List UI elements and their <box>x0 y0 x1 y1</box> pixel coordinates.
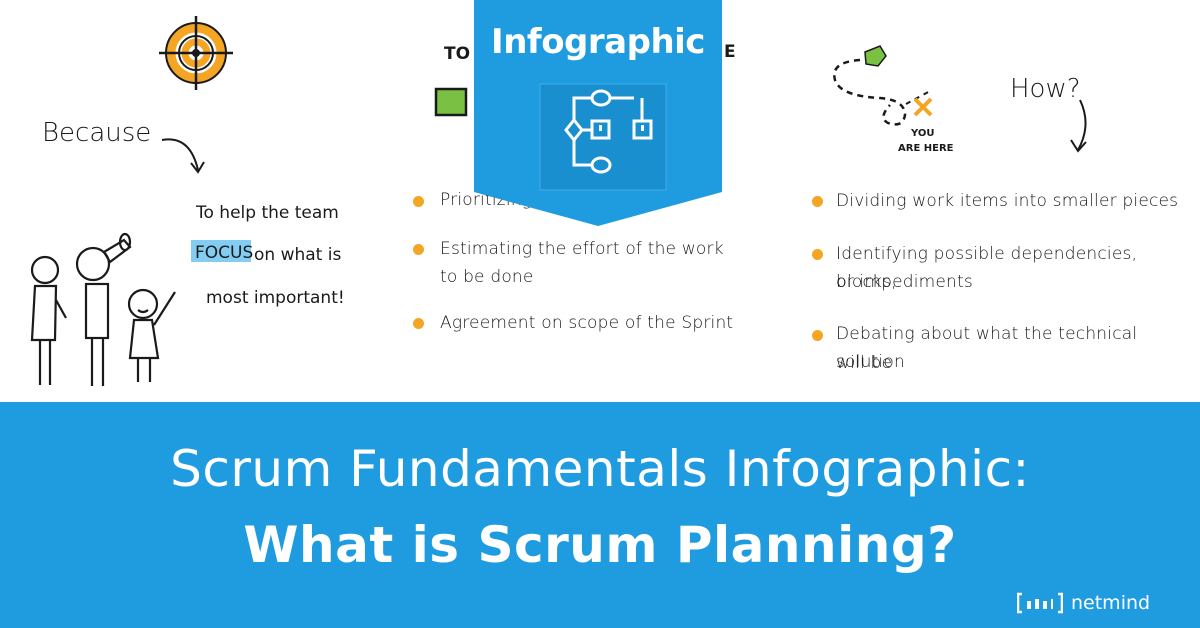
because-label: Because <box>42 118 152 148</box>
sketch-illustrations <box>30 16 1087 386</box>
right-bullet-3-line1: Debating about what the technical soluti… <box>836 324 1138 372</box>
you-label: YOU <box>911 128 935 139</box>
title-line2: What is Scrum Planning? <box>243 516 957 574</box>
right-bullet-3-line2: will be <box>836 353 893 373</box>
title-line1: Scrum Fundamentals Infographic: <box>170 440 1030 498</box>
path-map-icon <box>833 45 933 126</box>
down-arrow-icon <box>1077 99 1087 151</box>
logo-text: netmind <box>1071 592 1151 614</box>
middle-heading-left: TO <box>444 44 471 64</box>
focus-highlight <box>191 240 251 262</box>
middle-bullet-dot-2 <box>413 244 424 255</box>
middle-heading-right: E <box>724 42 736 62</box>
infographic-ribbon <box>474 0 722 226</box>
title-banner <box>0 402 1200 628</box>
curved-arrow-icon <box>161 138 199 171</box>
netmind-logo-icon <box>1017 592 1063 614</box>
middle-bullet-dot-3 <box>413 318 424 329</box>
right-bullet-2-line2: or impediments <box>836 272 973 292</box>
right-bullet-1: Dividing work items into smaller pieces <box>836 191 1179 211</box>
focus-line2: on what is <box>254 245 342 265</box>
right-bullet-dot-2 <box>812 249 823 260</box>
how-label: How? <box>1010 74 1081 104</box>
are-here-label: ARE HERE <box>898 143 954 154</box>
green-square-icon <box>434 87 468 117</box>
right-bullet-dot-1 <box>812 196 823 207</box>
focus-word: FOCUS <box>195 243 254 263</box>
target-icon <box>159 16 233 90</box>
ribbon-label: Infographic <box>491 22 705 62</box>
stick-figures-icon <box>30 232 176 386</box>
middle-bullet-3: Agreement on scope of the Sprint <box>440 313 734 333</box>
middle-bullet-2-line1: Estimating the effort of the work <box>440 239 724 259</box>
focus-line3: most important! <box>206 288 345 308</box>
middle-bullet-dot-1 <box>413 196 424 207</box>
netmind-logo: netmind <box>1017 590 1150 616</box>
right-bullet-2-line1: Identifying possible dependencies, block… <box>836 244 1138 292</box>
flowchart-icon <box>564 89 653 174</box>
middle-bullet-2-line2: to be done <box>440 267 534 287</box>
right-bullet-dot-3 <box>812 330 823 341</box>
focus-line1: To help the team <box>196 203 339 223</box>
